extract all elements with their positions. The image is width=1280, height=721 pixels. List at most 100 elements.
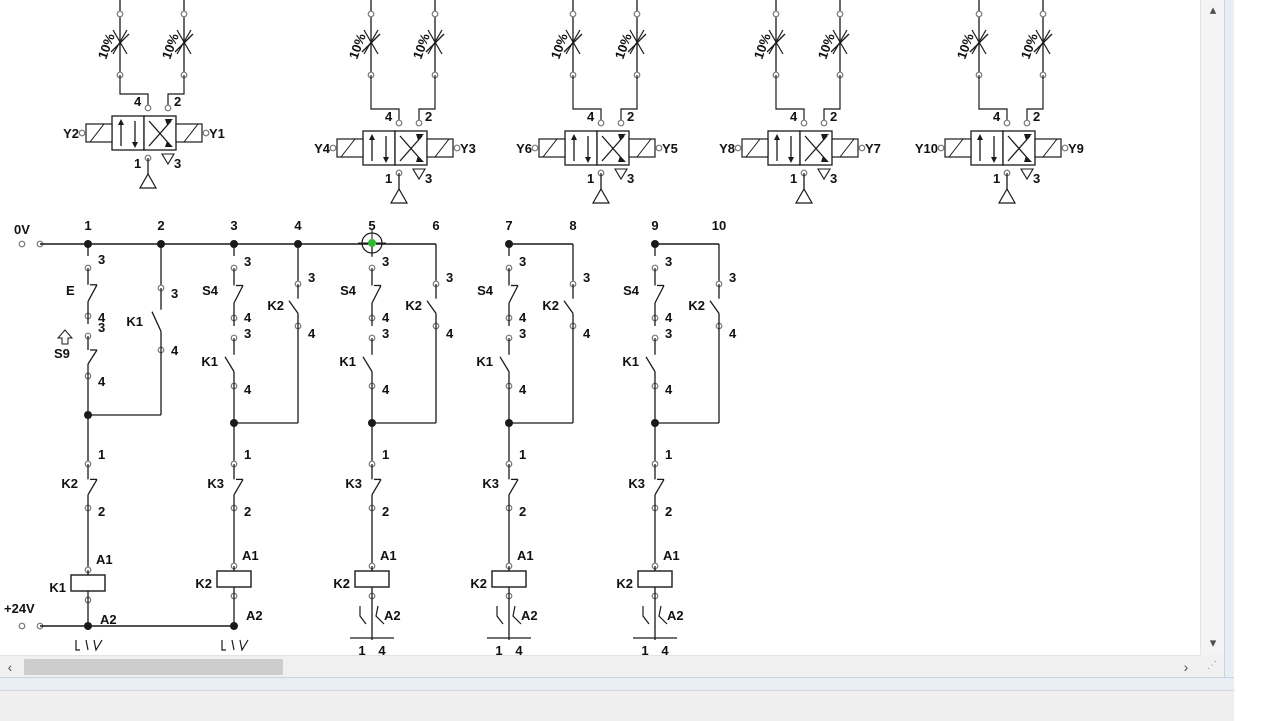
port-1-label: 1: [993, 171, 1000, 186]
port-2-label: 2: [830, 109, 837, 124]
terminal: [453, 144, 461, 152]
interlock-label: K2: [61, 476, 78, 491]
resize-grip-icon[interactable]: ⋰: [1200, 655, 1224, 677]
throttle-percent-label: 10%: [159, 31, 182, 61]
port-4-label: 4: [790, 109, 798, 124]
vertical-scrollbar[interactable]: ▴ ▾: [1200, 0, 1225, 655]
supply-0v-label: 0V: [14, 222, 30, 237]
exhaust-icon: [1020, 168, 1034, 181]
coil-label-left: Y6: [516, 141, 532, 156]
k1-contact: [645, 356, 656, 372]
scroll-down-icon[interactable]: ▾: [1209, 635, 1217, 650]
terminal: [431, 10, 439, 18]
throttle-arc: [119, 29, 128, 55]
port-line-4: [978, 75, 1008, 123]
solenoid-diagonal: [839, 138, 855, 158]
k1-contact: [499, 356, 510, 372]
arrow-head: [118, 119, 124, 125]
pressure-source-icon: [997, 187, 1017, 204]
terminal: [415, 119, 423, 127]
throttle-arc: [183, 29, 192, 55]
arrow-head: [618, 156, 626, 162]
pin-label: 4: [171, 343, 179, 358]
pin-label: 1: [358, 643, 365, 655]
aux-contact-symbol: [658, 605, 668, 625]
throttle-arrow: [563, 33, 583, 53]
terminal: [18, 240, 26, 248]
pressure-source-icon: [591, 187, 611, 204]
s4-label: S4: [477, 283, 494, 298]
pin-label: 4: [382, 310, 390, 325]
port-2-label: 2: [627, 109, 634, 124]
pin-label: 3: [665, 326, 672, 341]
throttle-percent-label: 10%: [346, 31, 369, 61]
aux-contact-symbol: [512, 605, 522, 625]
interlock-label: K3: [628, 476, 645, 491]
junction-node: [230, 622, 238, 630]
pressure-source-icon: [389, 187, 409, 204]
valve-position-parallel: [564, 130, 598, 166]
horizontal-scrollbar[interactable]: ‹ ›: [0, 655, 1200, 678]
port-3-label: 3: [830, 171, 837, 186]
k2-hold-contact: [288, 300, 299, 314]
terminal: [78, 129, 86, 137]
pin-label: 1: [495, 643, 502, 655]
pushbutton-arrow-icon: [56, 329, 74, 345]
terminal: [164, 104, 172, 112]
terminal: [367, 10, 375, 18]
contact-label: K2: [542, 298, 559, 313]
aux-contact-symbol: [496, 606, 504, 625]
throttle-arc: [370, 29, 379, 55]
interlock-contact: [508, 479, 519, 496]
k1-label: K1: [339, 354, 356, 369]
throttle-arrow: [361, 33, 381, 53]
relay-coil: [354, 570, 390, 588]
scroll-left-icon[interactable]: ‹: [7, 659, 13, 675]
aux-contact-symbol: [93, 639, 103, 652]
k1-label: K1: [476, 354, 493, 369]
pin-label: 3: [519, 326, 526, 341]
aux-contact-symbol: [642, 606, 650, 625]
contact-label: K2: [405, 298, 422, 313]
pin-label: 4: [583, 326, 591, 341]
solenoid-diagonal: [340, 138, 356, 158]
throttle-percent-label: 10%: [548, 31, 571, 61]
rung-number: 7: [505, 218, 512, 233]
pin-label: 1: [382, 447, 389, 462]
arrow-head: [618, 134, 626, 140]
arrow-head: [165, 119, 173, 125]
scroll-right-icon[interactable]: ›: [1183, 659, 1189, 675]
solenoid-left: [85, 123, 113, 143]
throttle-arrow: [969, 33, 989, 53]
throttle-arrow: [425, 33, 445, 53]
pin-label: 4: [661, 643, 669, 655]
solenoid-right: [1034, 138, 1062, 158]
s9-label: S9: [54, 346, 70, 361]
pin-label: 2: [244, 504, 251, 519]
interlock-contact: [233, 479, 244, 496]
port-line-2: [1026, 75, 1044, 123]
exhaust-icon: [412, 168, 426, 181]
terminal: [1023, 119, 1031, 127]
solenoid-diagonal: [948, 138, 964, 158]
horizontal-scroll-thumb[interactable]: [24, 659, 283, 675]
solenoid-left: [336, 138, 364, 158]
throttle-arc: [1042, 29, 1051, 55]
k1-contact: [224, 356, 235, 372]
pressure-source-icon: [138, 172, 158, 189]
pin-label: A2: [246, 608, 263, 623]
pin-label: 2: [665, 504, 672, 519]
arrow-head: [1024, 156, 1032, 162]
arrow-head: [991, 157, 997, 163]
port-line-2: [167, 75, 185, 108]
window-frame-right: [1224, 0, 1235, 690]
valve-position-parallel: [362, 130, 396, 166]
solenoid-diagonal: [542, 138, 558, 158]
arrow-head: [132, 142, 138, 148]
pin-label: 2: [519, 504, 526, 519]
scroll-up-icon[interactable]: ▴: [1209, 2, 1217, 17]
exhaust-icon: [161, 153, 175, 166]
interlock-contact: [654, 479, 665, 496]
emergency-stop-contact: [87, 284, 98, 302]
